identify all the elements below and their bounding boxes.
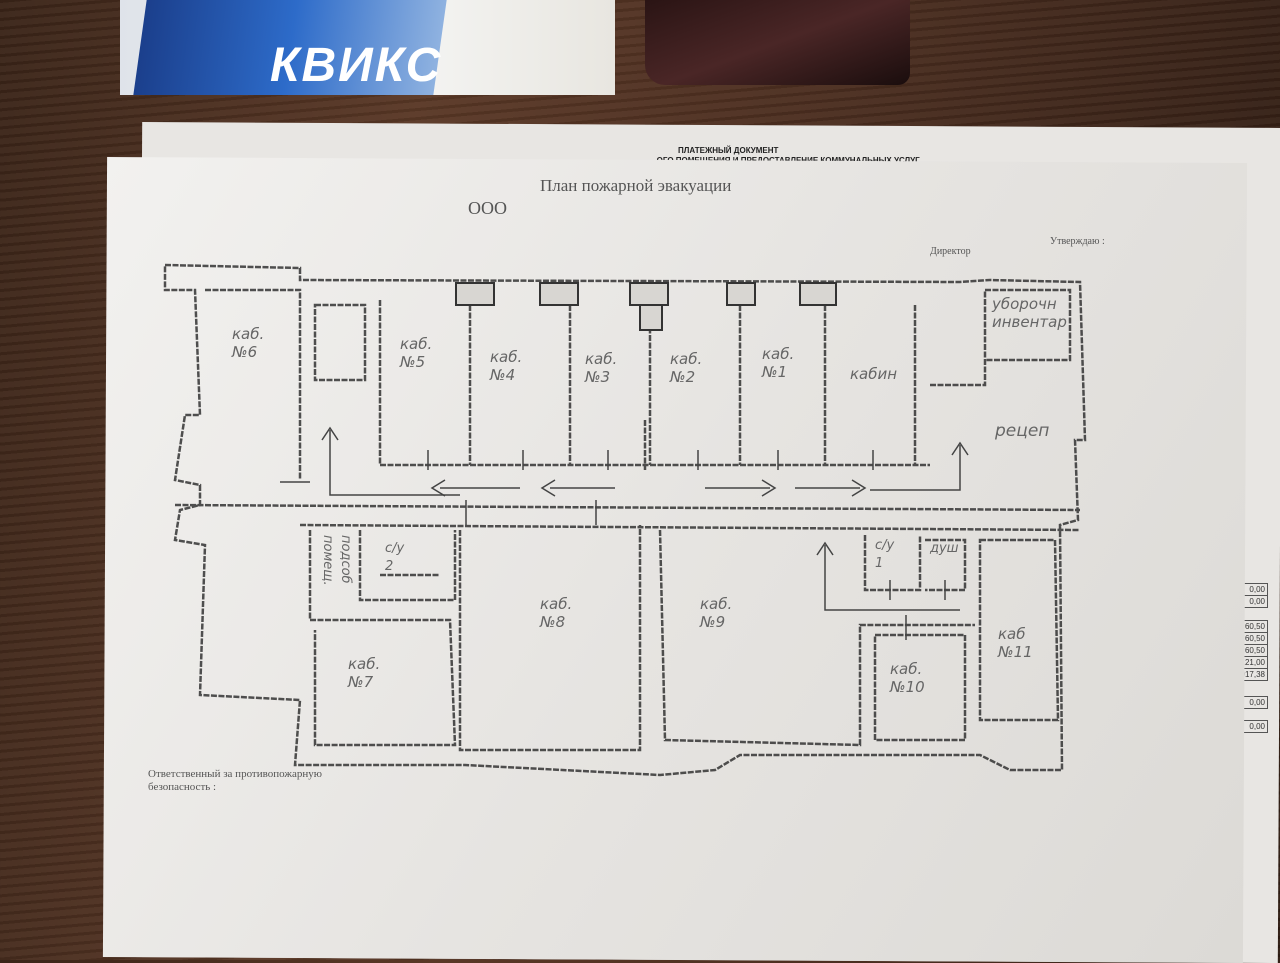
payment-doc-title: ПЛАТЕЖНЫЙ ДОКУМЕНТ <box>678 146 779 155</box>
room-7-label: каб. №7 <box>348 655 381 691</box>
room-1-label: каб. №1 <box>762 345 795 381</box>
storage-label: уборочн инвентар <box>992 295 1067 331</box>
organization: ООО <box>468 198 507 218</box>
responsible-label: Ответственный за противопожарную безопас… <box>148 768 322 793</box>
box-brand: КВИКС <box>270 39 443 92</box>
room-8-label: каб. №8 <box>540 595 573 631</box>
cabin-label: кабин <box>850 365 898 383</box>
director-label: Директор <box>930 246 971 257</box>
utility-room-label: подсоб помещ. <box>320 535 353 586</box>
wc-1-label: с/у 1 <box>875 538 895 571</box>
room-5-label: каб. №5 <box>400 335 433 371</box>
room-3-label: каб. №3 <box>585 350 618 386</box>
room-9-label: каб. №9 <box>700 595 733 631</box>
room-4-label: каб. №4 <box>490 348 523 384</box>
approve-label: Утверждаю : <box>1050 236 1105 247</box>
medicine-box: КВИКС <box>120 0 615 95</box>
plan-title: План пожарной эвакуации <box>540 176 732 195</box>
shower-label: душ <box>930 541 959 556</box>
wallet <box>645 0 910 85</box>
wc-2-label: с/у 2 <box>385 541 405 574</box>
room-6-label: каб. №6 <box>232 325 265 361</box>
reception-label: рецеп <box>995 421 1050 441</box>
room-2-label: каб. №2 <box>670 350 703 386</box>
room-10-label: каб. №10 <box>890 660 925 696</box>
room-11-label: каб №11 <box>998 625 1033 661</box>
